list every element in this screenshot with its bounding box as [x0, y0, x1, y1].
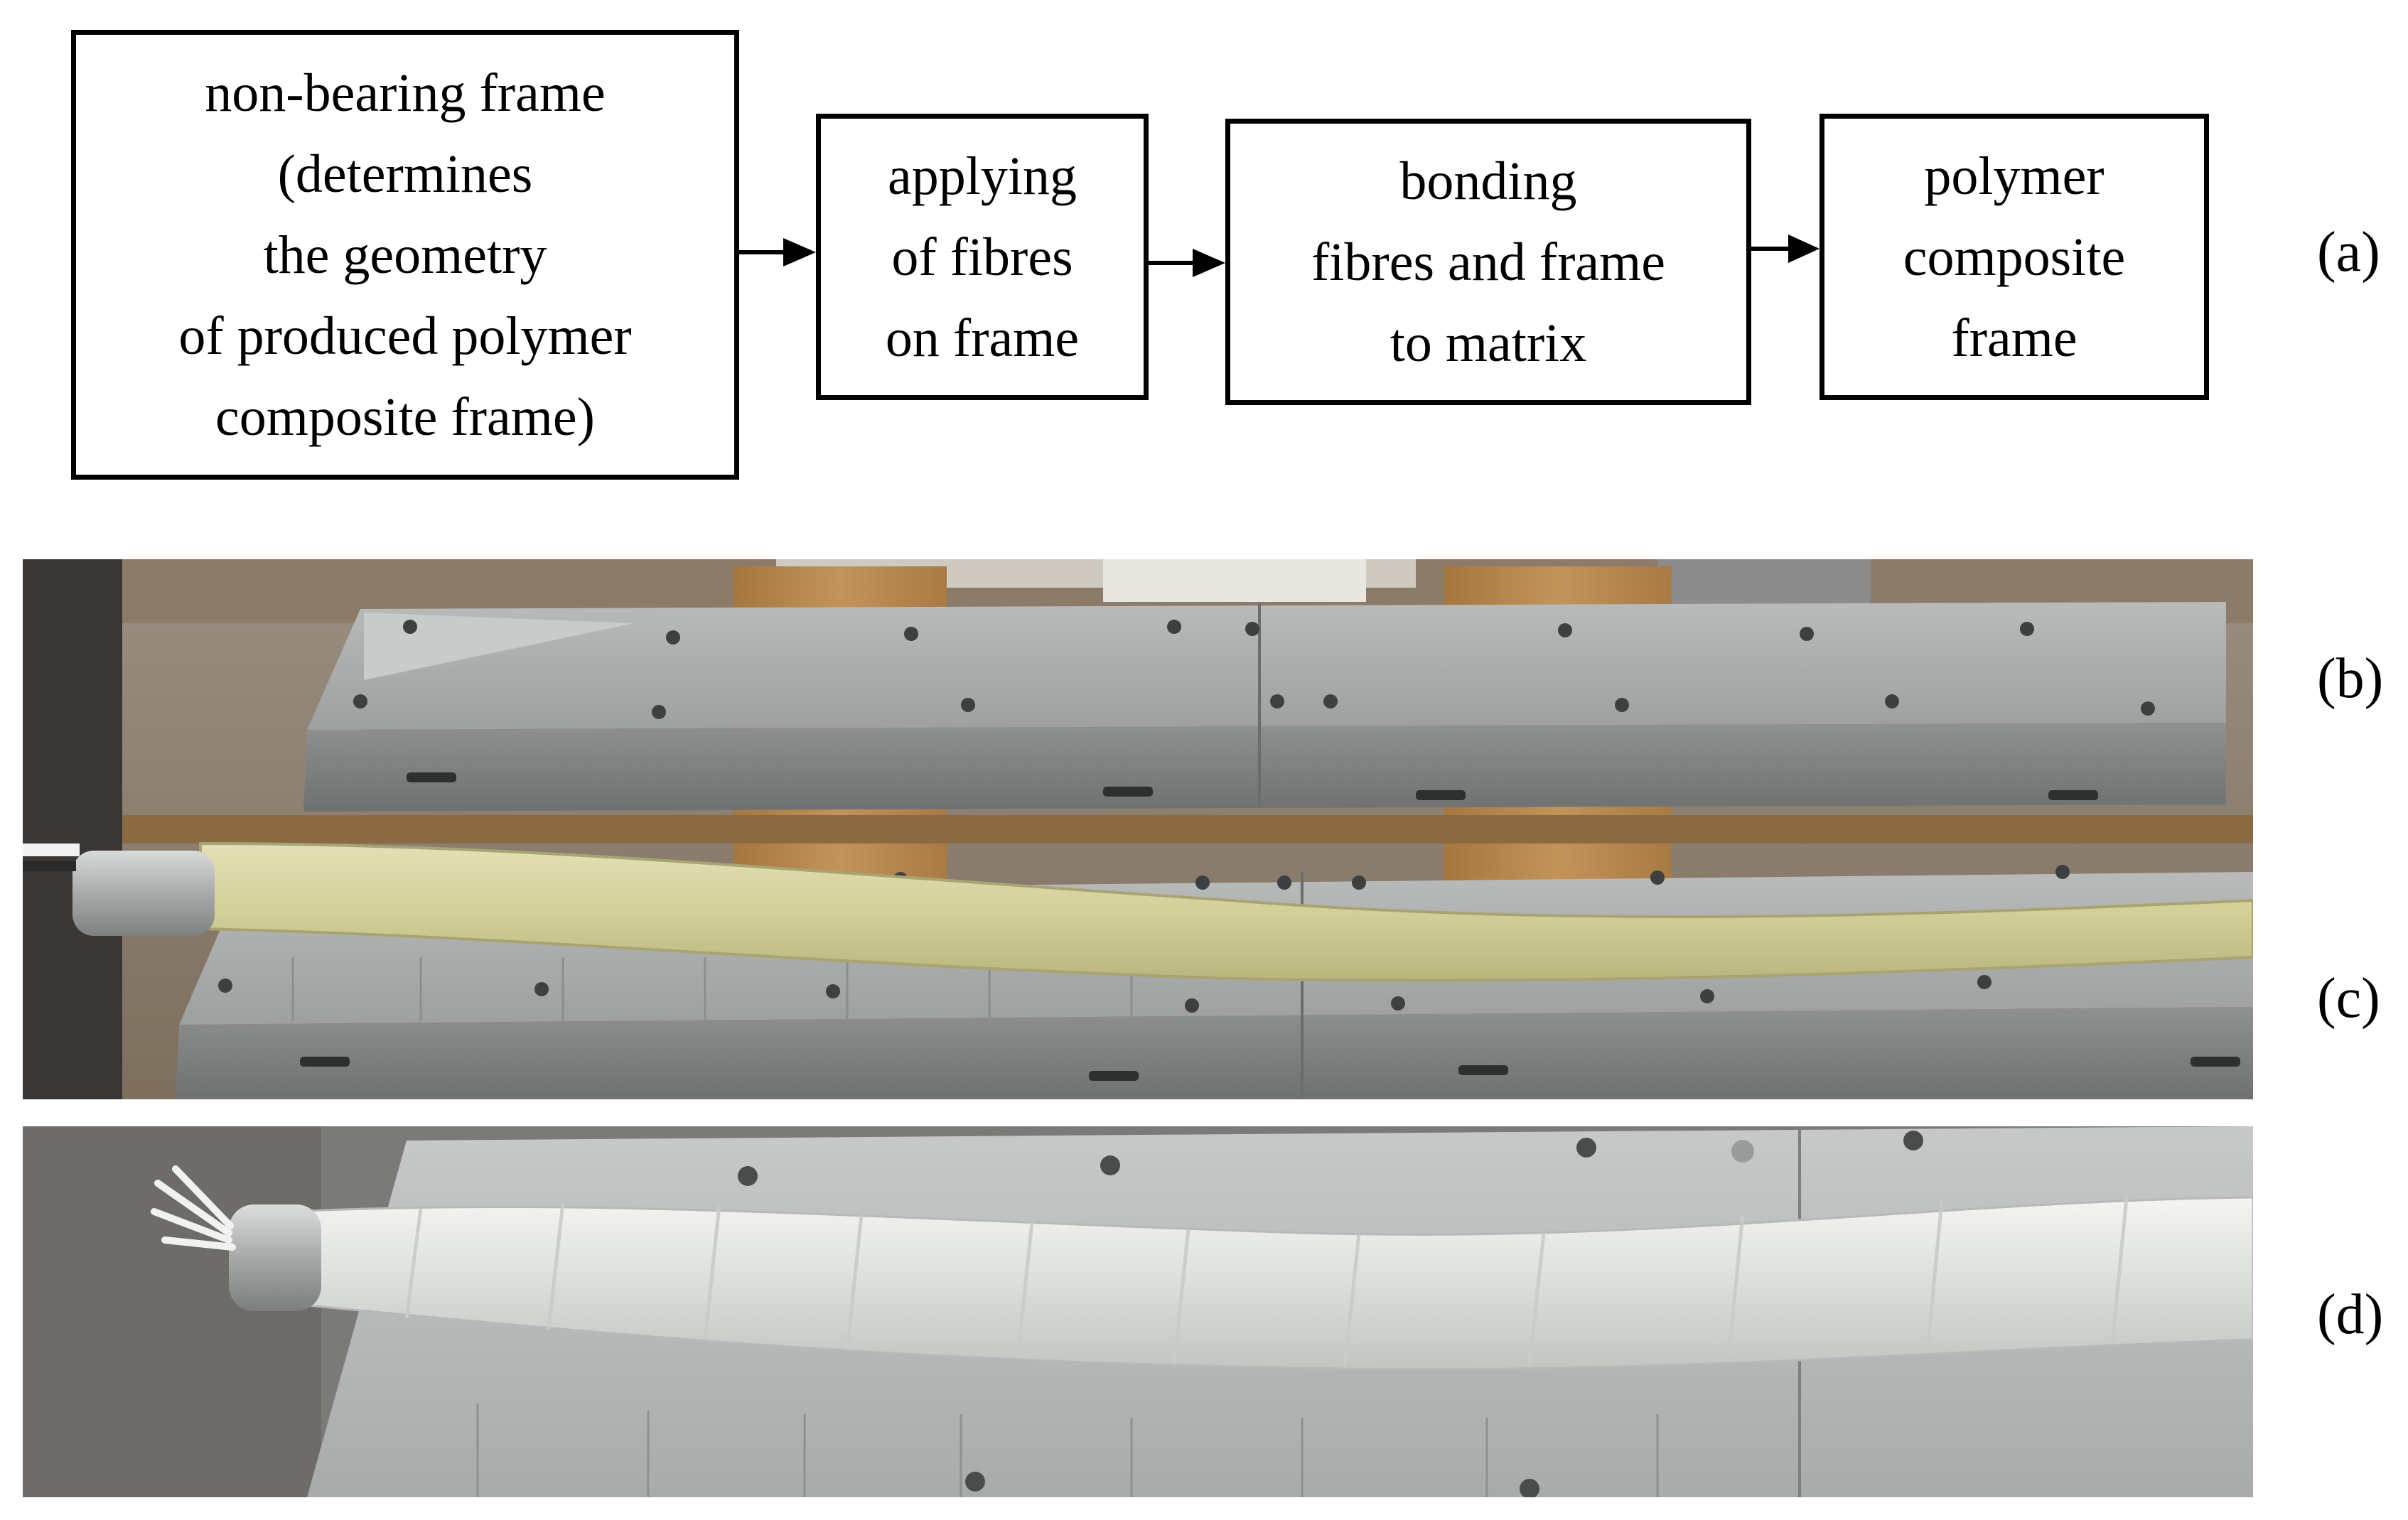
- flow-arrow-1: [736, 238, 816, 266]
- flow-step-text: composite: [1903, 227, 2126, 287]
- photo-mould-and-frame: [23, 559, 2253, 1099]
- panel-label-d: (d): [2317, 1283, 2384, 1346]
- flow-step-text: applying: [888, 146, 1077, 206]
- panel-label-c: (c): [2317, 967, 2380, 1030]
- flow-step-text: polymer: [1924, 146, 2105, 206]
- flow-step-composite-frame: polymer composite frame: [1820, 114, 2209, 400]
- flow-step-text: non-bearing frame: [205, 63, 606, 123]
- photo-wound-fibres: [23, 1126, 2253, 1497]
- flow-step-text: of fibres: [891, 227, 1073, 287]
- flow-step-text: the geometry: [263, 225, 547, 285]
- flow-arrow-3: [1748, 235, 1820, 263]
- flow-step-bonding: bonding fibres and frame to matrix: [1225, 119, 1751, 405]
- flow-arrow-2: [1146, 249, 1225, 277]
- flow-step-text: bonding: [1399, 151, 1577, 211]
- panel-label-b: (b): [2317, 647, 2384, 710]
- panel-label-a: (a): [2317, 221, 2380, 284]
- flow-step-text: (determines: [277, 144, 533, 204]
- flow-step-text: on frame: [885, 308, 1080, 368]
- flow-step-text: of produced polymer: [178, 306, 632, 366]
- flow-step-text: composite frame): [215, 387, 595, 447]
- flow-step-text: fibres and frame: [1311, 232, 1665, 292]
- flow-step-applying-fibres: applying of fibres on frame: [816, 114, 1149, 400]
- flow-step-text: frame: [1951, 308, 2078, 368]
- flow-step-nonbearing-frame: non-bearing frame (determines the geomet…: [71, 30, 739, 480]
- flow-step-text: to matrix: [1390, 313, 1587, 373]
